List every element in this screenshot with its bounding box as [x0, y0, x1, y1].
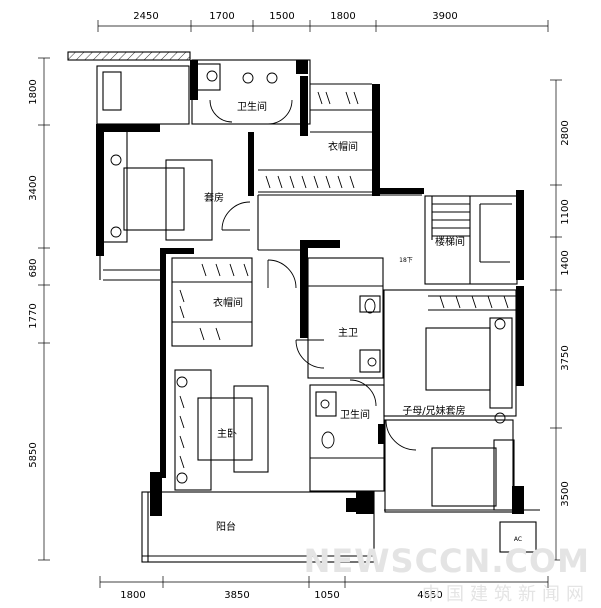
dim-bottom-2: 3850	[224, 590, 249, 601]
thick-walls	[96, 60, 524, 516]
room-closet-mid: 衣帽间	[213, 296, 243, 309]
watermark: NEWSCCN.COM 中国建筑新闻网	[304, 542, 590, 605]
room-balcony: 阳台	[216, 520, 236, 533]
dim-left-2: 3400	[28, 175, 39, 200]
dim-right-4: 3750	[560, 345, 571, 370]
dim-right-5: 3500	[560, 481, 571, 506]
dim-left-4: 1770	[28, 303, 39, 328]
watermark-line1: NEWSCCN.COM	[304, 542, 590, 580]
dim-bottom-3: 1050	[314, 590, 339, 601]
room-bath-top: 卫生间	[237, 100, 267, 113]
room-suite: 套房	[204, 191, 224, 204]
dim-right-1: 2800	[560, 120, 571, 145]
dim-bottom-4: 4650	[417, 590, 442, 601]
room-master-bedroom: 主卧	[217, 427, 237, 440]
dim-right-2: 1100	[560, 199, 571, 224]
dim-top-1: 2450	[133, 11, 158, 22]
room-bath-mid: 卫生间	[340, 408, 370, 421]
room-kids-suite: 子母/兄妹套房	[402, 404, 465, 417]
dimension-lines	[38, 20, 562, 588]
dim-left-1: 1800	[28, 79, 39, 104]
dimension-labels: 2450 1700 1500 1800 3900 1800 3850 1050 …	[28, 11, 571, 601]
dim-top-4: 1800	[330, 11, 355, 22]
room-closet-top: 衣帽间	[328, 140, 358, 153]
room-labels: 卫生间 衣帽间 套房 楼梯间 18下 衣帽间 主卫 卫生间 子母/兄妹套房 主卧…	[204, 100, 522, 543]
room-master-bath: 主卫	[338, 327, 358, 339]
door-swings	[209, 99, 417, 451]
dim-left-3: 680	[28, 258, 39, 277]
dim-top-2: 1700	[209, 11, 234, 22]
dim-right-3: 1400	[560, 250, 571, 275]
wardrobe-marks	[179, 91, 509, 469]
watermark-line2: 中国建筑新闻网	[422, 584, 590, 605]
stair-direction-note: 18下	[399, 257, 413, 264]
dim-top-5: 3900	[432, 11, 457, 22]
dim-left-5: 5850	[28, 442, 39, 467]
room-stairs: 楼梯间	[435, 235, 465, 248]
dim-top-3: 1500	[269, 11, 294, 22]
fixtures	[110, 70, 506, 484]
ac-unit-label: AC	[514, 536, 522, 543]
dim-bottom-1: 1800	[120, 590, 145, 601]
